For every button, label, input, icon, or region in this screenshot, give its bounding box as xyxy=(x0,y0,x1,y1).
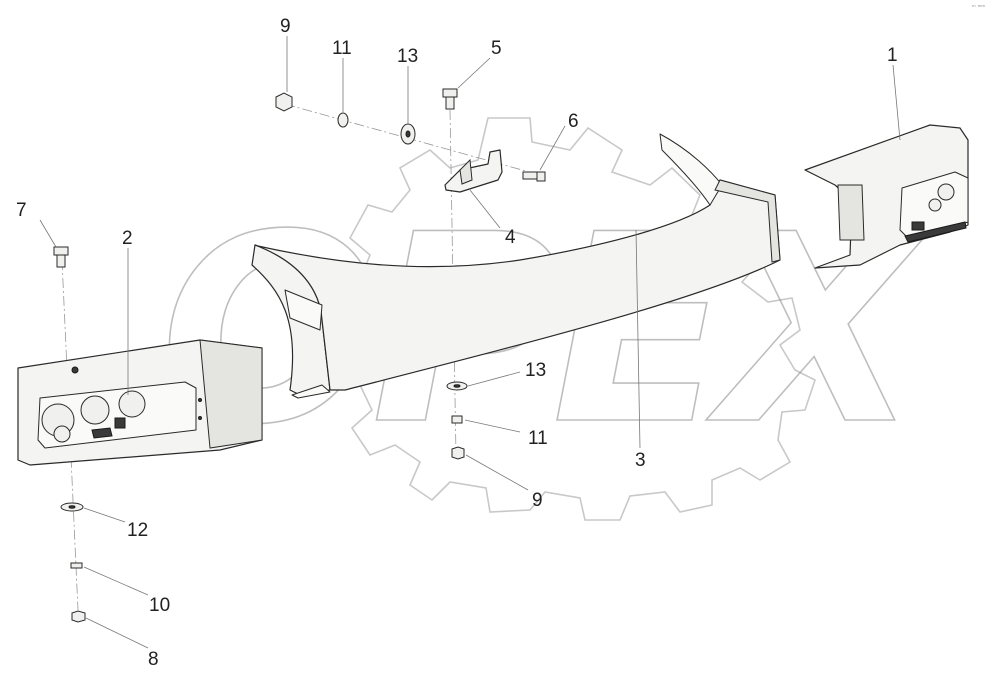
lock-washer-10 xyxy=(71,563,82,568)
lock-washer-11-lower xyxy=(452,416,462,423)
callout-4: 4 xyxy=(505,227,516,248)
callout-11-lower: 11 xyxy=(528,428,548,449)
nut-8 xyxy=(72,611,85,622)
callout-11-upper: 11 xyxy=(332,38,352,59)
callout-10: 10 xyxy=(149,595,170,616)
callout-9-upper: 9 xyxy=(280,16,291,37)
callout-6: 6 xyxy=(568,111,579,132)
callout-7: 7 xyxy=(16,200,27,221)
callout-2: 2 xyxy=(122,228,133,249)
callout-9-lower: 9 xyxy=(532,490,543,511)
callout-13-lower: 13 xyxy=(525,360,546,381)
callout-3: 3 xyxy=(635,450,646,471)
hardware-upper xyxy=(276,89,545,181)
bolt-5 xyxy=(443,89,457,109)
left-headlight-housing-part-2 xyxy=(18,340,262,465)
callout-8: 8 xyxy=(148,649,159,670)
callout-1: 1 xyxy=(887,45,898,66)
callout-5: 5 xyxy=(491,38,502,59)
corner-mark: ᵐ ᵐᵐ xyxy=(972,4,985,11)
bolt-7 xyxy=(54,247,68,267)
nut-9-upper xyxy=(276,93,292,111)
nut-9-lower xyxy=(452,447,464,459)
callout-12: 12 xyxy=(127,520,148,541)
callout-13-upper: 13 xyxy=(397,46,418,67)
lock-washer-11-upper xyxy=(338,113,348,127)
